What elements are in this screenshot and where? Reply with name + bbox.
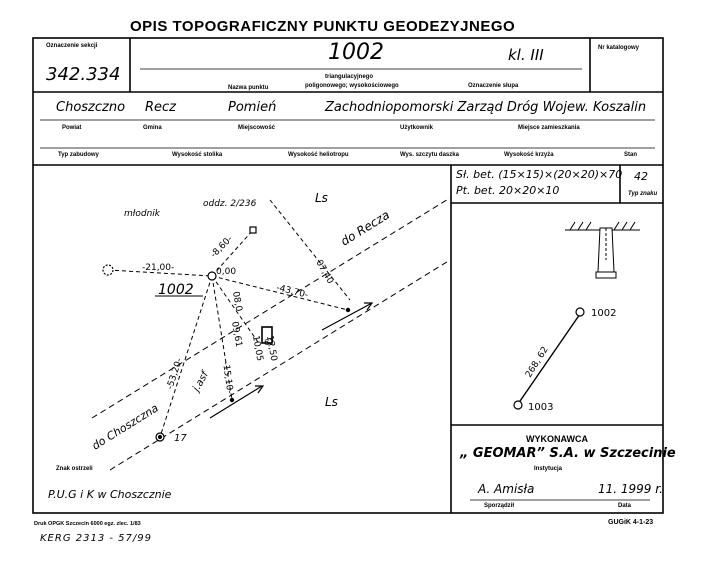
section-label: Oznaczenie sekcji [46,43,98,49]
wys-stolika-label: Wysokość stolika [172,152,223,158]
typ-znaku-label: Typ znaku [628,191,658,197]
ref-point-left [102,264,114,276]
line-21 [107,269,213,277]
arrow-east [321,302,373,331]
wall-marker [261,326,273,344]
footer-right-code: GUGiK 4-1-23 [608,519,654,526]
line-5320 [159,275,213,438]
side-line [517,313,581,405]
powiat-label: Powiat [62,125,82,131]
ref-17-text: 17 [174,433,187,444]
gmina-value: Recz [145,100,177,115]
pt-b-label: 1003 [528,402,553,413]
sporzadzil-label: Sporządził [484,503,515,509]
point-1002-label: 1002 [158,282,194,298]
catalog-label: Nr katalogowy [598,45,640,51]
pillar-icon [565,221,640,279]
dist-1005: 10,05 [250,335,264,362]
wys-krzyza-label: Wysokość krzyża [504,152,554,158]
point-type-opt2: poligonowego; wysokościowego [305,83,399,89]
sl-bet: Sł. bet. (15×15)×(20×20)×70 [456,168,623,181]
line-4370 [211,275,349,311]
powiat-value: Choszczno [56,100,126,115]
line-860 [211,229,254,277]
ls-top-text: Ls [315,191,328,205]
footer-code: KERG 2313 - 57/99 [40,533,152,544]
pillar-label: Oznaczenie słupa [468,83,519,89]
line-0961 [211,275,261,346]
point-name-label: Nazwa punktu [228,85,269,91]
person-name: A. Amisła [478,482,535,496]
uzytkownik-label: Użytkownik [400,125,434,131]
typ-label: Typ zabudowy [58,152,99,158]
point-1002-marker [207,271,217,281]
point-number: 1002 [328,40,384,65]
miejscowosc-label: Miejscowość [238,125,276,131]
ls-bottom-text: Ls [325,395,338,409]
pt-1003-marker [513,400,523,410]
oddz-text: oddz. 2/236 [203,199,257,209]
road-edge-upper [91,197,451,419]
miejsce-label: Miejsce zamieszkania [518,125,580,131]
dist-0961: 09,61 [229,321,243,348]
stan-value: 42 [634,170,648,183]
ref-point-top [249,226,257,234]
date-value: 11. 1999 r. [598,482,663,496]
wykonawca-title: WYKONAWCA [526,434,588,444]
dist-1250: 12,50 [264,335,278,362]
dist-21: -21,00- [142,263,174,273]
company-name: „ GEOMAR” S.A. w Szczecinie [460,446,676,461]
znak-label: Znak ostrzeli [56,466,93,472]
point-class: kl. III [508,46,544,64]
arrow-west [209,385,263,419]
data-label: Data [618,503,632,509]
pt-1002-marker [575,307,585,317]
point-dist-text: 0,00 [216,267,236,277]
wall-number: 62 [264,338,274,347]
dist-080: 08,0 [230,291,243,313]
road-edge-lower [109,259,451,471]
uzytkownik-value: Zachodniopomorski Zarząd Dróg Wojew. Kos… [325,100,647,115]
instytucja-label: Instytucja [534,466,563,472]
line-0740 [269,199,351,301]
pt-a-label: 1002 [591,308,616,319]
footer-left-text: P.U.G i K w Choszcznie [48,488,172,501]
dist-1510: -15,10- [220,361,234,394]
section-value: 342.334 [46,64,121,85]
gmina-label: Gmina [143,125,162,131]
footer-print-info: Druk OPGK Szczecin 6000 egz. zlec. 1/83 [34,521,141,527]
miejscowosc-value: Pomień [228,100,277,115]
point-type-opt1: triangulacyjnego [325,74,374,80]
pt-bet: Pt. bet. 20×20×10 [456,184,560,197]
wys-helio-label: Wysokość heliotropu [288,152,349,158]
stan-label: Stan [624,152,638,158]
page-title: OPIS TOPOGRAFICZNY PUNKTU GEODEZYJNEGO [130,18,516,35]
wys-daszka-label: Wys. szczytu daszka [400,152,459,158]
mlodnik-text: młodnik [124,209,161,219]
